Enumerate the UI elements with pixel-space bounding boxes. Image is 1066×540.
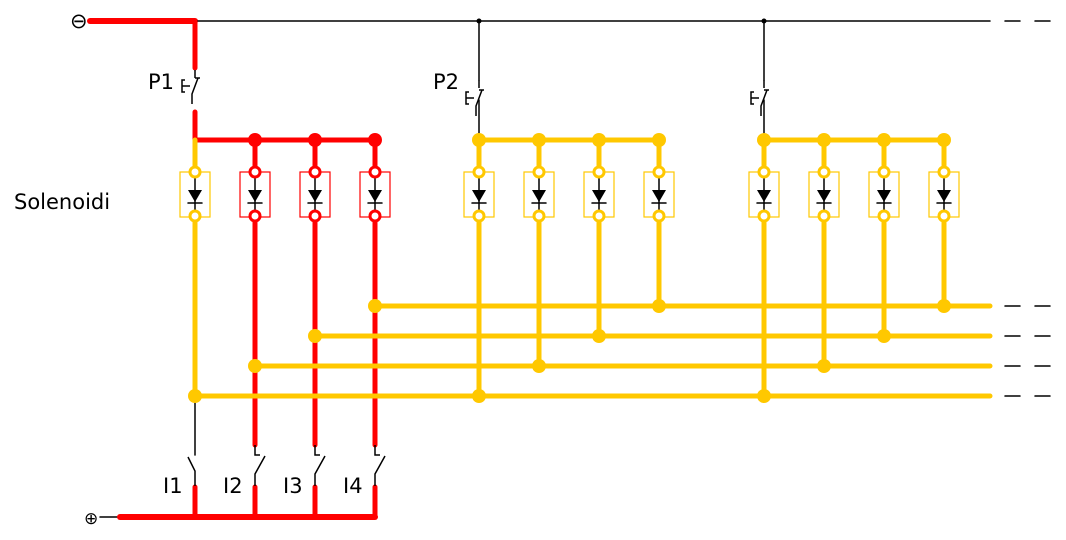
i1-label: I1 (163, 474, 183, 498)
solenoid-terminal (188, 209, 202, 223)
junction-dot (532, 133, 546, 147)
junction-dot (308, 329, 322, 343)
i2-label: I2 (223, 474, 243, 498)
junction-dot (472, 133, 486, 147)
solenoid-terminal (817, 165, 831, 179)
minus-terminal-symbol: ⊖ (70, 9, 88, 33)
solenoid-terminal (817, 209, 831, 223)
pressure-switch-3-icon (750, 80, 769, 116)
input-switch-4-icon (374, 445, 386, 486)
solenoid-diode-icon (532, 190, 546, 202)
p2-label: P2 (433, 70, 459, 94)
solenoid-terminal (472, 209, 486, 223)
junction-dot (248, 359, 262, 373)
input-switch-2-icon (254, 445, 266, 486)
solenoid-terminal (308, 209, 322, 223)
junction-dot (937, 299, 951, 313)
solenoid-diode-icon (937, 190, 951, 202)
solenoid-terminal (368, 209, 382, 223)
solenoid-diode-icon (472, 190, 486, 202)
components (179, 18, 960, 486)
junction-dot (877, 329, 891, 343)
solenoid-diode-icon (652, 190, 666, 202)
solenoid-terminal (592, 209, 606, 223)
solenoid-terminal (757, 165, 771, 179)
solenoid-terminal (937, 209, 951, 223)
solenoid-diode-icon (592, 190, 606, 202)
solenoid-diode-icon (877, 190, 891, 202)
junction-dot (532, 359, 546, 373)
solenoid-terminal (532, 209, 546, 223)
solenoid-terminal (472, 165, 486, 179)
solenoid-diode-icon (188, 190, 202, 202)
junction-dot (652, 133, 666, 147)
solenoid-diode-icon (308, 190, 322, 202)
pressure-switch-2-icon (465, 80, 484, 116)
junction-dot (757, 389, 771, 403)
i3-label: I3 (283, 474, 303, 498)
junction-dot (592, 133, 606, 147)
i4-label: I4 (343, 474, 363, 498)
solenoid-terminal (532, 165, 546, 179)
solenoid-terminal (188, 165, 202, 179)
junction-dot (592, 329, 606, 343)
junction-dot (188, 389, 202, 403)
pressure-switch-1-icon (181, 70, 200, 104)
solenoid-diode-icon (368, 190, 382, 202)
input-switch-3-icon (314, 445, 326, 486)
junction-dot (368, 133, 382, 147)
solenoid-diode-icon (817, 190, 831, 202)
junction-dot (761, 18, 767, 24)
solenoid-terminal (652, 165, 666, 179)
solenoid-terminal (757, 209, 771, 223)
junction-dot (937, 133, 951, 147)
junction-dot (877, 133, 891, 147)
input-switch-1-icon (187, 456, 196, 486)
solenoid-terminal (248, 165, 262, 179)
junction-dot (652, 299, 666, 313)
junction-dot (368, 299, 382, 313)
solenoid-terminal (877, 209, 891, 223)
solenoid-diode-icon (248, 190, 262, 202)
solenoid-terminal (368, 165, 382, 179)
solenoid-terminal (877, 165, 891, 179)
plus-terminal-symbol: ⊕ (84, 509, 98, 529)
solenoid-terminal (592, 165, 606, 179)
junction-dot (476, 18, 482, 24)
junction-dot (308, 133, 322, 147)
junction-dot (248, 133, 262, 147)
solenoid-terminal (652, 209, 666, 223)
p1-label: P1 (148, 70, 174, 94)
solenoid-terminal (308, 165, 322, 179)
junction-dot (757, 133, 771, 147)
junction-dot (472, 389, 486, 403)
solenoid-diode-icon (757, 190, 771, 202)
junction-dot (817, 359, 831, 373)
solenoid-terminal (248, 209, 262, 223)
junction-dot (817, 133, 831, 147)
solenoids-label: Solenoidi (14, 190, 110, 214)
solenoid-terminal (937, 165, 951, 179)
